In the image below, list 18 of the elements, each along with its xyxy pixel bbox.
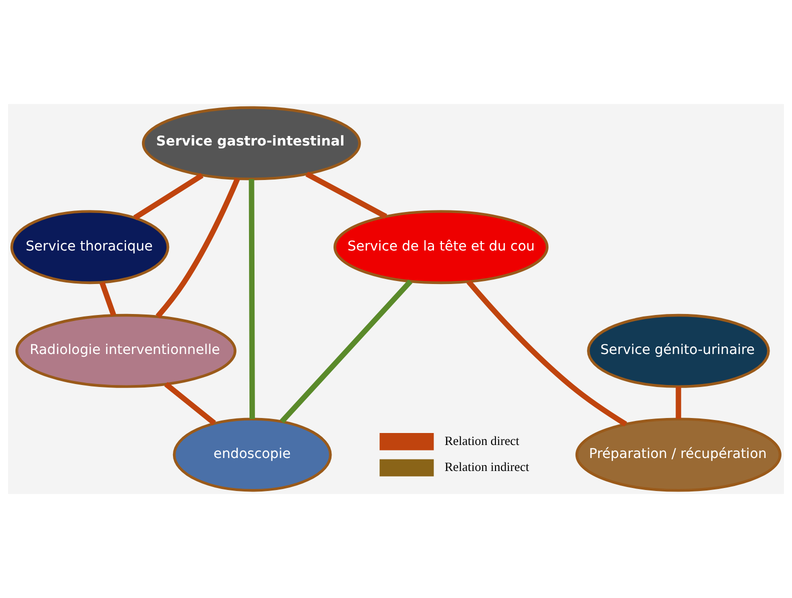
connector bbox=[248, 179, 255, 420]
node-ellipse: Radiologie interventionnelle bbox=[15, 314, 236, 388]
node-ellipse: endoscopie bbox=[172, 418, 332, 492]
node-ellipse: Service thoracique bbox=[10, 210, 170, 284]
node-ellipse: Service gastro-intestinal bbox=[142, 106, 361, 180]
legend-label: Relation direct bbox=[444, 434, 520, 448]
connector bbox=[466, 280, 628, 426]
node-ellipse: Préparation / récupération bbox=[575, 418, 782, 492]
node-ellipse: Service génito-urinaire bbox=[587, 314, 770, 388]
connector bbox=[100, 282, 116, 316]
connector bbox=[164, 382, 216, 426]
connector bbox=[676, 386, 682, 419]
connector bbox=[156, 178, 240, 318]
connector bbox=[305, 172, 388, 219]
connector bbox=[280, 279, 412, 424]
legend-label: Relation indirect bbox=[444, 460, 530, 474]
connector bbox=[133, 173, 204, 220]
node-ellipse: Service de la tête et du cou bbox=[334, 210, 548, 284]
